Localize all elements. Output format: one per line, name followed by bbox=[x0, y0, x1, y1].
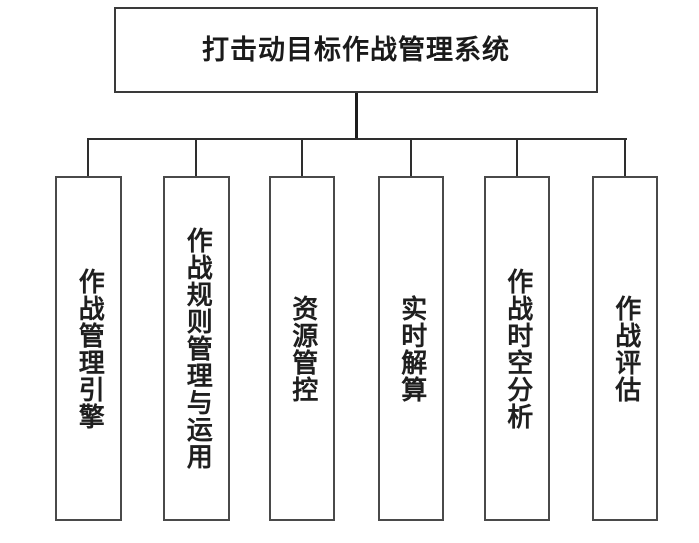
leaf-node-label-5: 作战时空分析 bbox=[502, 267, 533, 430]
leaf-node-label-2: 作战规则管理与运用 bbox=[182, 227, 213, 470]
root-node-box[interactable]: 打击动目标作战管理系统 bbox=[114, 7, 598, 93]
connector-drop-1 bbox=[87, 138, 89, 176]
leaf-node-box-3[interactable]: 资源管控 bbox=[269, 176, 335, 521]
leaf-node-box-6[interactable]: 作战评估 bbox=[592, 176, 658, 521]
leaf-node-box-2[interactable]: 作战规则管理与运用 bbox=[163, 176, 230, 521]
connector-drop-4 bbox=[410, 138, 412, 176]
connector-drop-5 bbox=[516, 138, 518, 176]
leaf-node-box-5[interactable]: 作战时空分析 bbox=[484, 176, 550, 521]
leaf-node-box-4[interactable]: 实时解算 bbox=[378, 176, 444, 521]
connector-drop-3 bbox=[301, 138, 303, 176]
connector-drop-2 bbox=[195, 138, 197, 176]
root-node-label: 打击动目标作战管理系统 bbox=[202, 34, 510, 66]
connector-trunk-vertical bbox=[355, 93, 358, 140]
connector-horizontal-bus bbox=[88, 138, 627, 140]
connector-drop-6 bbox=[624, 138, 626, 176]
leaf-node-label-4: 实时解算 bbox=[396, 294, 427, 403]
leaf-node-box-1[interactable]: 作战管理引擎 bbox=[55, 176, 122, 521]
leaf-node-label-3: 资源管控 bbox=[287, 294, 318, 403]
leaf-node-label-6: 作战评估 bbox=[610, 294, 641, 403]
leaf-node-label-1: 作战管理引擎 bbox=[74, 267, 105, 430]
